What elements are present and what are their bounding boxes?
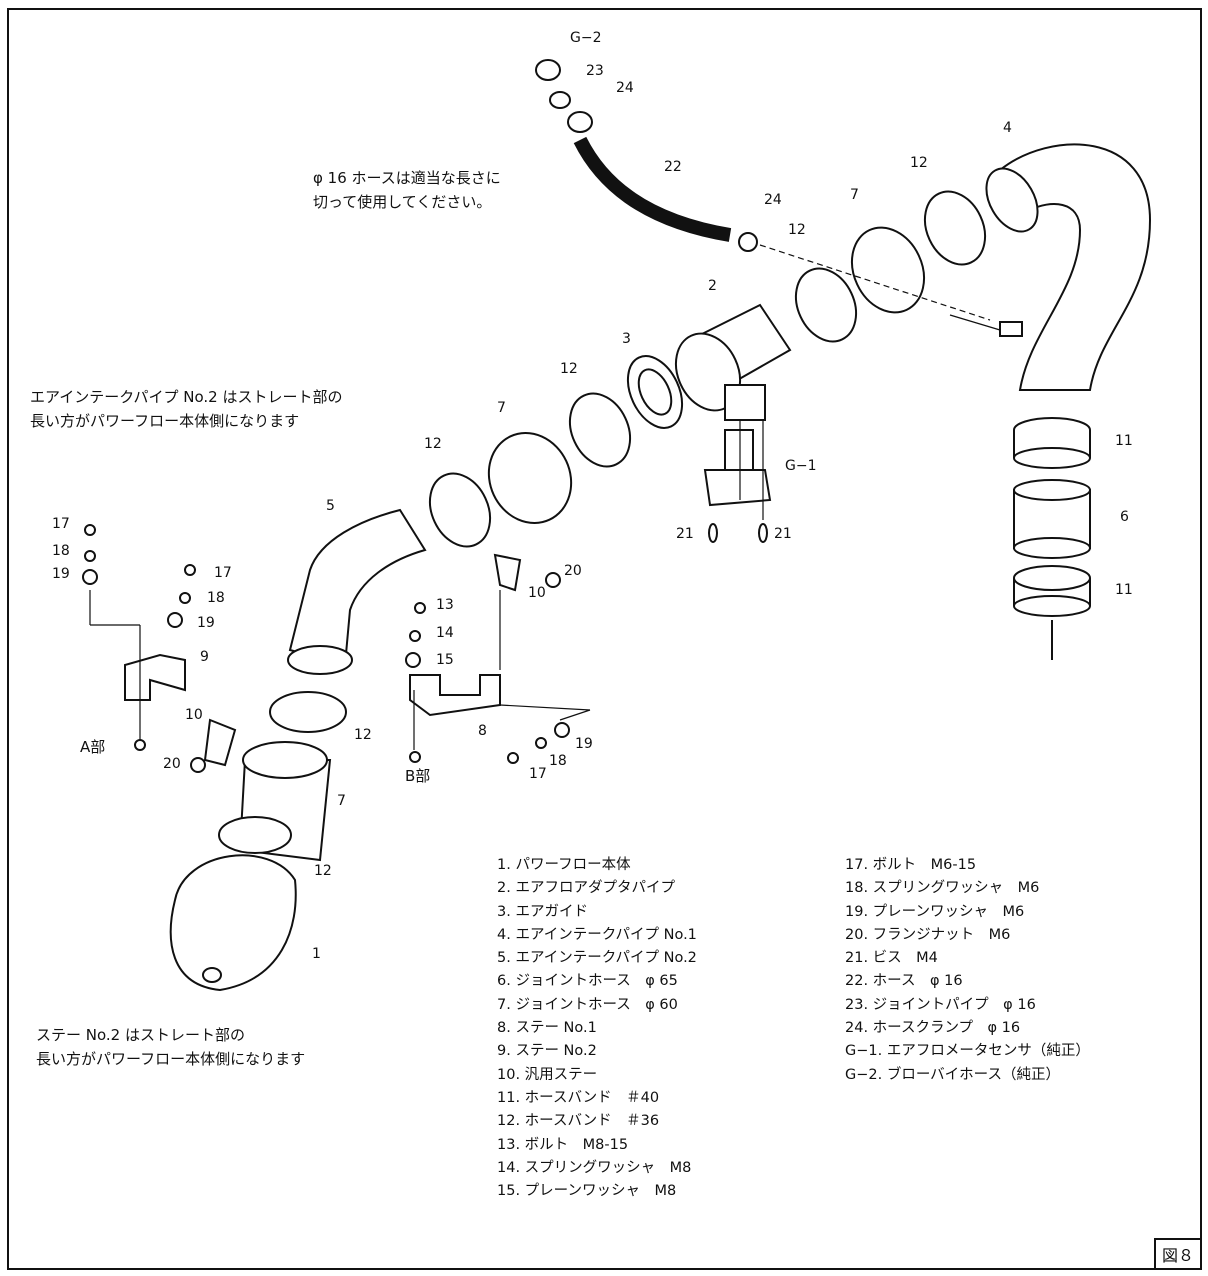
parts-list-item: 13. ボルト M8-15 [497, 1136, 629, 1153]
stay-no2-note: ステー No.2 はストレート部の 長い方がパワーフロー本体側になります [36, 1026, 306, 1068]
callout: G−1 [785, 458, 817, 474]
hose-16 [573, 136, 732, 242]
parts-list-item: 4. エアインテークパイプ No.1 [497, 926, 697, 943]
callout: 3 [622, 331, 631, 347]
parts-list-item: G−1. エアフロメータセンサ（純正） [845, 1043, 1090, 1060]
callout: 17 [529, 766, 547, 782]
callout: 5 [326, 498, 335, 514]
callout: 2 [708, 278, 717, 294]
parts-list-item: 2. エアフロアダプタパイプ [497, 880, 675, 897]
section-b-label: B部 [405, 767, 431, 785]
parts-list-item: 17. ボルト M6-15 [845, 857, 977, 873]
parts-list-item: 20. フランジナット M6 [845, 926, 1011, 943]
callout: 11 [1115, 582, 1133, 598]
parts-list-item: 21. ビス M4 [845, 950, 938, 967]
callout: 20 [163, 756, 181, 772]
parts-list-item: 8. ステー No.1 [497, 1020, 597, 1037]
callout: 12 [910, 155, 928, 171]
callout: 6 [1120, 509, 1129, 525]
callout: 18 [52, 543, 70, 559]
callout: 15 [436, 652, 454, 668]
callout: 12 [788, 222, 806, 238]
callout: 18 [207, 590, 225, 606]
intake-pipe-no2 [288, 508, 427, 667]
pipe-no2-note: エアインテークパイプ No.2 はストレート部の 長い方がパワーフロー本体側にな… [30, 388, 343, 430]
callout: 13 [436, 597, 454, 613]
callout: 21 [774, 526, 792, 542]
parts-list-item: 22. ホース φ 16 [845, 973, 963, 990]
callout: 4 [1003, 120, 1012, 136]
callout: 21 [676, 526, 694, 542]
parts-list-item: 10. 汎用ステー [497, 1066, 598, 1083]
callout: 11 [1115, 433, 1133, 449]
parts-list-item: 5. エアインテークパイプ No.2 [497, 950, 697, 967]
callout: 12 [560, 361, 578, 377]
callout: 18 [549, 753, 567, 769]
callout: 8 [478, 723, 487, 739]
callout: 12 [354, 727, 372, 743]
callout: 23 [586, 63, 604, 79]
callout: 12 [424, 436, 442, 452]
section-a-label: A部 [80, 738, 106, 756]
hose-cut-note: φ 16 ホースは適当な長さに 切って使用してください。 [313, 169, 501, 211]
callout: 17 [214, 565, 232, 581]
callout: 24 [764, 192, 782, 208]
callout: 20 [564, 563, 582, 579]
stay-no2 [124, 653, 186, 701]
callout: 19 [52, 566, 70, 582]
power-flow-body [169, 854, 297, 992]
hose-band-11-bottom [1013, 565, 1091, 591]
parts-list-item: 7. ジョイントホース φ 60 [497, 996, 678, 1013]
callout: 22 [664, 159, 682, 175]
parts-list-col1: 1. パワーフロー本体 2. エアフロアダプタパイプ 3. エアガイド 4. エ… [497, 854, 697, 1203]
callout: G−2 [570, 30, 602, 46]
parts-list-item: 11. ホースバンド ＃40 [497, 1089, 660, 1106]
parts-list-item: 3. エアガイド [497, 903, 588, 920]
callout: 7 [337, 793, 346, 809]
universal-stay-lower [203, 718, 237, 767]
parts-list-item: 9. ステー No.2 [497, 1043, 597, 1060]
callout: 24 [616, 80, 634, 96]
callout: 19 [575, 736, 593, 752]
callout: 17 [52, 516, 70, 532]
callout: 10 [528, 585, 546, 601]
callout: 7 [497, 400, 506, 416]
parts-list-item: 1. パワーフロー本体 [497, 857, 631, 873]
parts-list-item: G−2. ブローバイホース（純正） [845, 1066, 1060, 1083]
callout: 10 [185, 707, 203, 723]
figure-label: 図８ [1153, 1238, 1202, 1270]
parts-list-item: 14. スプリングワッシャ M8 [497, 1159, 692, 1176]
parts-list-item: 19. プレーンワッシャ M6 [845, 903, 1025, 920]
parts-list-item: 15. プレーンワッシャ M8 [497, 1183, 677, 1200]
parts-list-item: 6. ジョイントホース φ 65 [497, 973, 678, 990]
universal-stay-upper [493, 553, 522, 592]
callout: 9 [200, 649, 209, 665]
diagram-frame [7, 8, 1202, 1270]
parts-list-item: 12. ホースバンド ＃36 [497, 1113, 660, 1130]
callout: 19 [197, 615, 215, 631]
parts-list-item: 23. ジョイントパイプ φ 16 [845, 996, 1036, 1013]
stay-no1 [409, 674, 501, 717]
callout: 7 [850, 187, 859, 203]
callout: 12 [314, 863, 332, 879]
callout: 14 [436, 625, 454, 641]
parts-list-item: 24. ホースクランプ φ 16 [845, 1020, 1021, 1037]
callout: 1 [312, 946, 321, 962]
parts-list-item: 18. スプリングワッシャ M6 [845, 880, 1040, 897]
parts-list-col2: 17. ボルト M6-15 18. スプリングワッシャ M6 19. プレーンワ… [845, 854, 1090, 1087]
